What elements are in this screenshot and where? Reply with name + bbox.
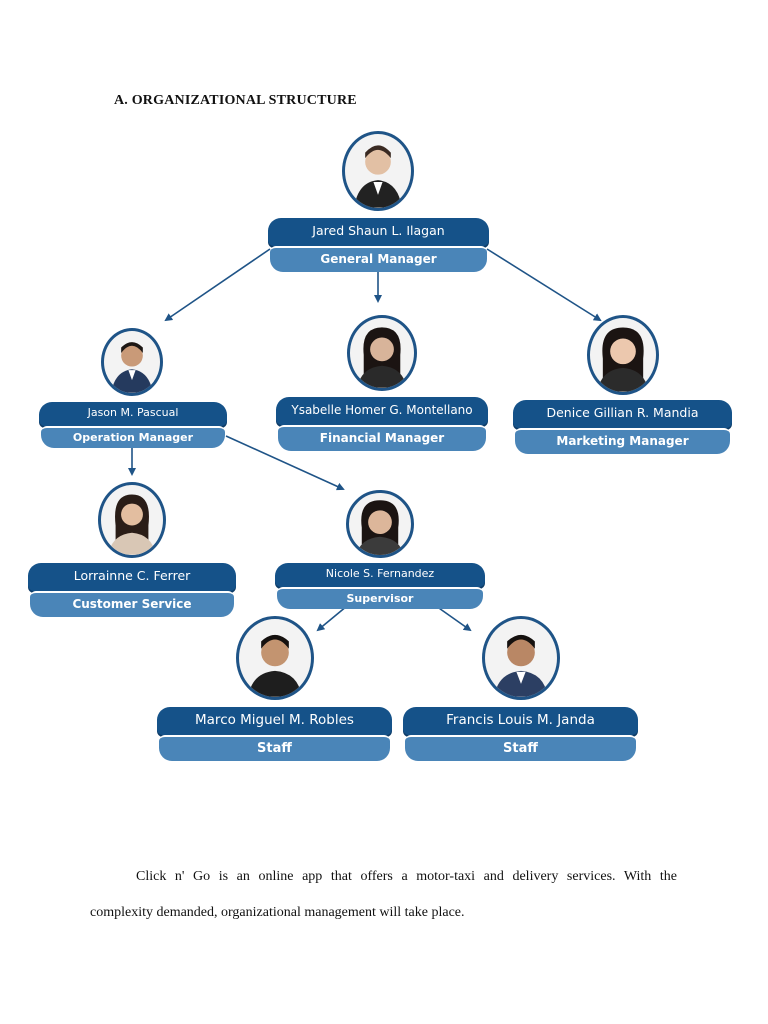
avatar-operation-manager bbox=[101, 328, 163, 396]
avatar-financial-manager bbox=[347, 315, 417, 391]
marketing-manager-name: Denice Gillian R. Mandia bbox=[513, 400, 732, 428]
staff-2-role: Staff bbox=[405, 735, 636, 761]
customer-service-name: Lorrainne C. Ferrer bbox=[28, 563, 236, 591]
arrow-supervisor-to-staff2 bbox=[435, 605, 472, 632]
body-paragraph: Click n' Go is an online app that offers… bbox=[90, 859, 677, 931]
financial-manager-name: Ysabelle Homer G. Montellano bbox=[276, 397, 488, 425]
operation-manager-role: Operation Manager bbox=[41, 426, 225, 448]
card-customer-service: Lorrainne C. Ferrer Customer Service bbox=[28, 563, 236, 617]
staff-1-name: Marco Miguel M. Robles bbox=[157, 707, 392, 735]
general-manager-role: General Manager bbox=[270, 246, 487, 272]
avatar-supervisor bbox=[346, 490, 414, 558]
section-title: A. ORGANIZATIONAL STRUCTURE bbox=[114, 93, 357, 108]
staff-1-role: Staff bbox=[159, 735, 390, 761]
card-financial-manager: Ysabelle Homer G. Montellano Financial M… bbox=[276, 397, 488, 451]
avatar-staff-2 bbox=[482, 616, 560, 700]
operation-manager-name: Jason M. Pascual bbox=[39, 402, 227, 426]
card-staff-1: Marco Miguel M. Robles Staff bbox=[157, 707, 392, 761]
paragraph-line-1: Click n' Go is an online app that offers… bbox=[136, 869, 677, 884]
staff-2-name: Francis Louis M. Janda bbox=[403, 707, 638, 735]
avatar-customer-service bbox=[98, 482, 166, 558]
card-staff-2: Francis Louis M. Janda Staff bbox=[403, 707, 638, 761]
card-marketing-manager: Denice Gillian R. Mandia Marketing Manag… bbox=[513, 400, 732, 454]
customer-service-role: Customer Service bbox=[30, 591, 234, 617]
avatar-general-manager bbox=[342, 131, 414, 211]
card-supervisor: Nicole S. Fernandez Supervisor bbox=[275, 563, 485, 609]
supervisor-name: Nicole S. Fernandez bbox=[275, 563, 485, 587]
supervisor-role: Supervisor bbox=[277, 587, 483, 609]
card-operation-manager: Jason M. Pascual Operation Manager bbox=[39, 402, 227, 448]
marketing-manager-role: Marketing Manager bbox=[515, 428, 730, 454]
arrow-supervisor-to-staff1 bbox=[316, 605, 348, 632]
paragraph-line-2: complexity demanded, organizational mana… bbox=[90, 905, 465, 920]
arrow-gm-to-operation bbox=[164, 248, 271, 322]
avatar-marketing-manager bbox=[587, 315, 659, 395]
card-general-manager: Jared Shaun L. Ilagan General Manager bbox=[268, 218, 489, 272]
general-manager-name: Jared Shaun L. Ilagan bbox=[268, 218, 489, 246]
arrow-operation-to-supervisor bbox=[225, 435, 345, 491]
financial-manager-role: Financial Manager bbox=[278, 425, 486, 451]
arrow-gm-to-marketing bbox=[486, 248, 602, 322]
avatar-staff-1 bbox=[236, 616, 314, 700]
